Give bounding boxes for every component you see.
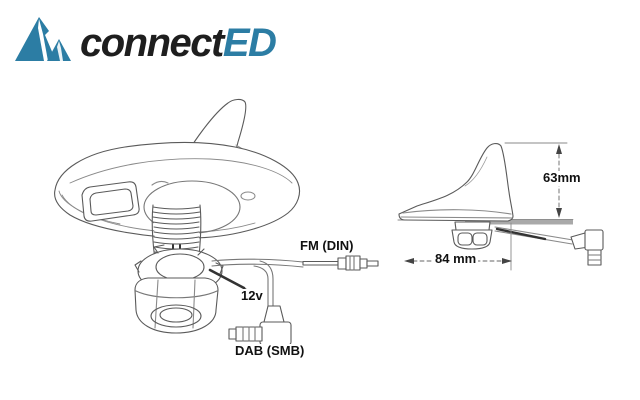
height-dimension-label: 63mm [541, 170, 583, 186]
power-12v-label: 12v [239, 288, 265, 304]
height-dimension [505, 143, 567, 218]
mount-nut-side [452, 222, 492, 249]
base-window-cutout [82, 182, 139, 221]
fm-din-connector [303, 256, 378, 270]
brand-name-ed: ED [222, 21, 277, 65]
length-dimension-label: 84 mm [433, 251, 479, 267]
dab-smb-connector [229, 306, 291, 345]
brand-name-connect: connect [80, 21, 224, 65]
hex-nut [135, 278, 218, 333]
fm-din-label: FM (DIN) [298, 238, 356, 254]
brand-logo: connectED [14, 12, 277, 65]
fin-profile [399, 144, 513, 221]
dab-smb-cable [254, 261, 273, 307]
side-cables [495, 227, 573, 244]
dab-smb-label: DAB (SMB) [233, 343, 307, 359]
brand-name: connectED [80, 21, 277, 65]
antenna-side-drawing [395, 130, 630, 280]
antenna-underside-drawing [40, 95, 400, 370]
fm-din-cable [212, 259, 303, 267]
mountain-icon [15, 17, 71, 61]
side-smb-connector [571, 230, 603, 265]
